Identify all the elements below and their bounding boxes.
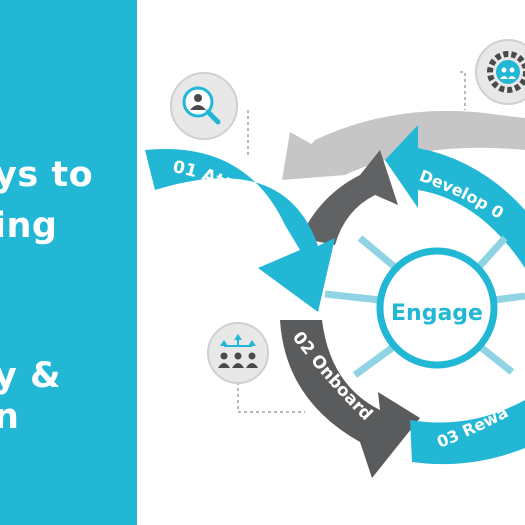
dashed-connectors: [237, 71, 466, 413]
spoke: [475, 235, 508, 271]
reward-arrow: [410, 400, 525, 465]
spoke: [324, 290, 381, 304]
spoke: [352, 342, 399, 378]
team-hierarchy-icon: [207, 322, 269, 384]
gear-people-icon: [475, 39, 525, 105]
panel-title-line-3: y &: [0, 356, 62, 396]
left-title-panel: ys to ing y & n: [0, 0, 137, 525]
panel-title-line-1: ys to: [0, 155, 94, 195]
panel-title-line-4: n: [0, 397, 20, 437]
engage-circle: [376, 247, 498, 369]
outer-gray-arrowhead: [282, 132, 340, 180]
spoke: [475, 342, 515, 375]
spoke: [493, 292, 525, 304]
attract-arrow: [145, 148, 335, 312]
onboard-arrow: [280, 320, 420, 478]
spoke: [357, 235, 399, 271]
inner-dark-arc-top: [300, 150, 398, 245]
connector-develop: [460, 71, 466, 110]
connector-onboard: [237, 382, 305, 413]
engage-spokes: [324, 235, 525, 378]
magnifier-person-icon: [170, 72, 238, 140]
panel-title-line-2: ing: [0, 206, 58, 246]
engage-label: Engage: [391, 301, 483, 326]
develop-arrow: [385, 125, 525, 268]
